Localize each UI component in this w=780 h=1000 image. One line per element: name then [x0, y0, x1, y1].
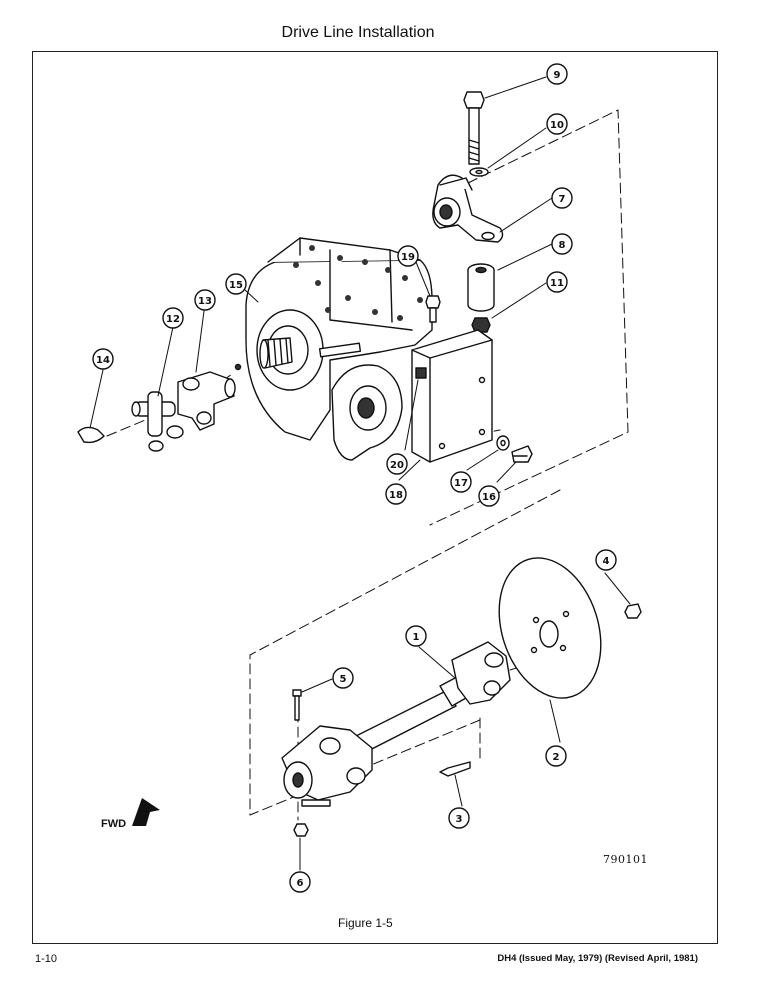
callout-12: 12: [162, 307, 184, 329]
fwd-arrow-icon: [132, 798, 160, 826]
svg-text:14: 14: [96, 355, 110, 366]
callout-10: 10: [546, 113, 568, 135]
svg-text:20: 20: [390, 460, 404, 471]
callout-6: 6: [289, 871, 311, 893]
page-number: 1-10: [35, 953, 58, 965]
bolt-part-3: [439, 761, 471, 777]
svg-text:17: 17: [454, 478, 468, 489]
page-title: Drive Line Installation: [281, 24, 435, 41]
disc-part-2: [498, 557, 602, 699]
callout-18: 18: [385, 483, 407, 505]
callout-8: 8: [551, 233, 573, 255]
svg-text:15: 15: [229, 280, 243, 291]
svg-text:6: 6: [297, 878, 304, 889]
bolt-part-16: [511, 445, 533, 463]
washer-part-17: [496, 435, 510, 451]
revision-note: DH4 (Issued May, 1979) (Revised April, 1…: [497, 953, 698, 964]
callout-1: 1: [405, 625, 427, 647]
callout-bubbles: 1 2 3 4 5 6 7 8 9 10 11 12 13 14 15 16 1…: [92, 63, 617, 893]
washer-part-10: [469, 167, 489, 177]
bracket-part-7: [432, 174, 504, 243]
svg-text:11: 11: [550, 278, 564, 289]
bolt-part-19: [425, 295, 441, 323]
callout-7: 7: [551, 187, 573, 209]
callout-2: 2: [545, 745, 567, 767]
callout-16: 16: [478, 485, 500, 507]
drawing-number: 790101: [603, 853, 648, 866]
mounting-plate-part-18: [411, 329, 493, 463]
gearbox-part-15: [245, 237, 433, 461]
drive-shaft-part-1: [281, 641, 511, 807]
callout-11: 11: [546, 271, 568, 293]
svg-text:12: 12: [166, 314, 180, 325]
svg-text:16: 16: [482, 492, 496, 503]
bolt-part-20: [415, 367, 427, 379]
snap-ring-part-14: [77, 426, 105, 444]
svg-text:18: 18: [389, 490, 403, 501]
cross-bearing-part-12: [131, 391, 184, 452]
svg-text:4: 4: [603, 556, 610, 567]
callout-4: 4: [595, 549, 617, 571]
callout-15: 15: [225, 273, 247, 295]
svg-text:7: 7: [559, 194, 566, 205]
nut-part-4: [624, 603, 642, 619]
figure-caption: Figure 1-5: [338, 916, 393, 930]
callout-5: 5: [332, 667, 354, 689]
callout-19: 19: [397, 245, 419, 267]
svg-text:2: 2: [553, 752, 560, 763]
bolt-part-5: [292, 689, 302, 721]
bolt-part-9: [463, 91, 485, 165]
callout-14: 14: [92, 348, 114, 370]
yoke-part-13: [177, 363, 242, 431]
figure-frame: [32, 51, 718, 944]
svg-text:19: 19: [401, 252, 415, 263]
assembly-dash-lines: [106, 109, 629, 821]
callout-9: 9: [546, 63, 568, 85]
callout-3: 3: [448, 807, 470, 829]
fwd-label: FWD: [101, 818, 127, 830]
svg-text:5: 5: [340, 674, 347, 685]
svg-text:1: 1: [413, 632, 420, 643]
svg-text:10: 10: [550, 120, 564, 131]
nut-part-6: [293, 823, 309, 837]
spacer-part-8: [467, 263, 495, 312]
leader-lines: [89, 76, 631, 871]
svg-text:9: 9: [554, 70, 561, 81]
svg-text:8: 8: [559, 240, 566, 251]
callout-13: 13: [194, 289, 216, 311]
svg-text:3: 3: [456, 814, 463, 825]
svg-text:13: 13: [198, 296, 212, 307]
nut-part-11: [471, 317, 491, 333]
callout-20: 20: [386, 453, 408, 475]
callout-17: 17: [450, 471, 472, 493]
